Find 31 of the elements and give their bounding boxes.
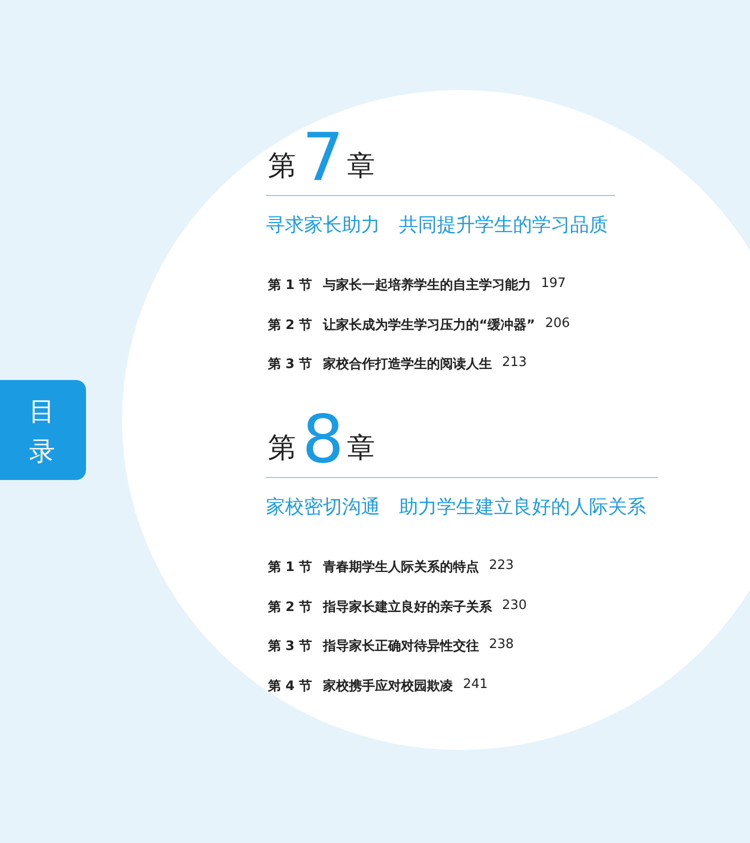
page-number: 206 [545, 316, 570, 332]
page-number: 241 [463, 676, 488, 694]
section-title: 青春期学生人际关系的特点 [323, 558, 479, 576]
chapter-number: 7 [302, 122, 344, 195]
chapter-title: 家校密切沟通 助力学生建立良好的人际关系 [266, 495, 646, 520]
section-number: 第 2 节 [268, 598, 312, 616]
section-title: 与家长一起培养学生的自主学习能力 [323, 276, 531, 294]
chapter-word: 章 [347, 148, 375, 184]
section-number: 第 4 节 [268, 678, 312, 694]
section-title: 指导家长正确对待异性交往 [323, 638, 479, 655]
section-number: 第 3 节 [268, 356, 312, 373]
section-title: 家校携手应对校园欺凌 [323, 678, 453, 694]
section-number: 第 3 节 [268, 638, 312, 655]
chapter-word: 章 [347, 430, 375, 466]
side-tab [0, 380, 86, 480]
page-number: 213 [502, 355, 527, 372]
chapter-word: 第 [268, 148, 296, 184]
section-number: 第 2 节 [268, 316, 312, 334]
chapter-title: 寻求家长助力 共同提升学生的学习品质 [266, 213, 608, 238]
section-title: 让家长成为学生学习压力的“缓冲器” [323, 316, 536, 334]
page-number: 238 [489, 637, 514, 654]
section-title: 指导家长建立良好的亲子关系 [323, 598, 492, 616]
page-number: 230 [502, 598, 527, 614]
tab-title: 目录 [28, 396, 56, 469]
section-number: 第 1 节 [268, 277, 312, 294]
page-number: 223 [489, 558, 514, 575]
page-number: 197 [541, 276, 566, 293]
chapter-number: 8 [302, 404, 344, 477]
section-number: 第 1 节 [268, 559, 312, 576]
section-title: 家校合作打造学生的阅读人生 [323, 356, 492, 373]
chapter-word: 第 [268, 430, 296, 466]
